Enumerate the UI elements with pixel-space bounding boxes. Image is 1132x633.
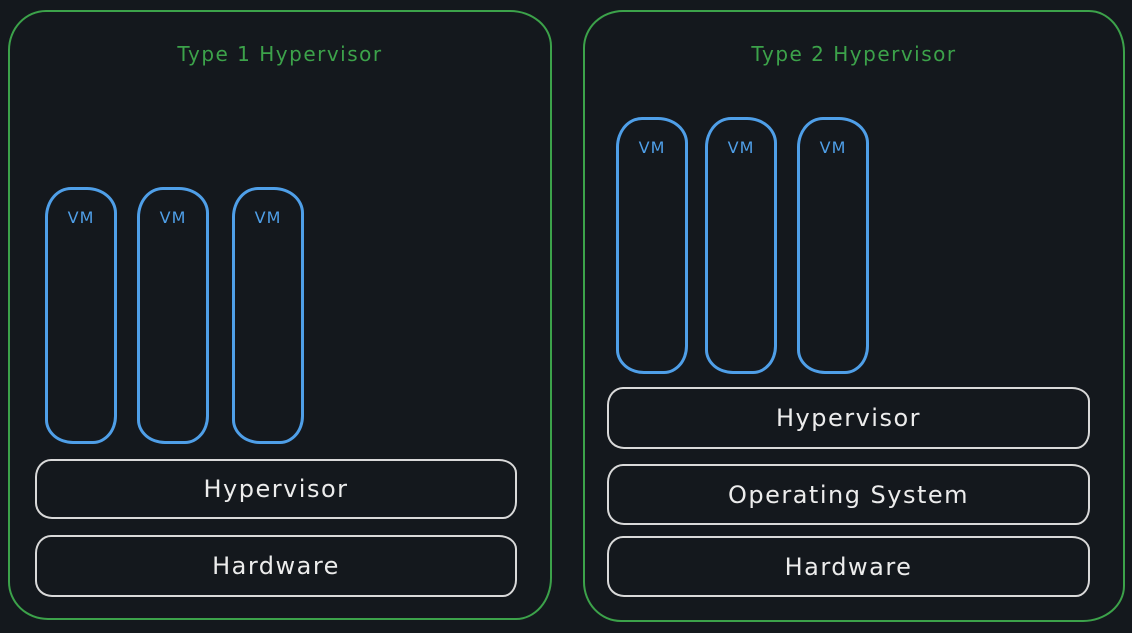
- vm-label: VM: [727, 138, 755, 157]
- type2-vm-box-2: VM: [705, 117, 777, 374]
- vm-label: VM: [819, 138, 847, 157]
- layer-label: Hypervisor: [203, 475, 349, 503]
- type2-hypervisor-layer: Hypervisor: [607, 387, 1090, 449]
- type1-panel-title: Type 1 Hypervisor: [177, 42, 383, 66]
- type1-vm-box-2: VM: [137, 187, 209, 444]
- type2-vm-box-1: VM: [616, 117, 688, 374]
- vm-label: VM: [67, 208, 95, 227]
- type2-panel-title: Type 2 Hypervisor: [751, 42, 957, 66]
- type1-vm-box-3: VM: [232, 187, 304, 444]
- layer-label: Hardware: [784, 552, 913, 581]
- type1-hypervisor-panel: Type 1 Hypervisor VM VM VM Hypervisor Ha…: [8, 10, 552, 620]
- type1-vm-box-1: VM: [45, 187, 117, 444]
- type2-hardware-layer: Hardware: [607, 536, 1090, 597]
- vm-label: VM: [254, 208, 282, 227]
- vm-label: VM: [159, 208, 187, 227]
- type1-hardware-layer: Hardware: [35, 535, 517, 597]
- layer-label: Hypervisor: [775, 404, 922, 432]
- type1-hypervisor-layer: Hypervisor: [35, 459, 517, 519]
- type2-hypervisor-panel: Type 2 Hypervisor VM VM VM Hypervisor Op…: [583, 10, 1125, 622]
- layer-label: Operating System: [727, 480, 970, 509]
- type2-vm-box-3: VM: [797, 117, 869, 374]
- type2-operating-system-layer: Operating System: [607, 464, 1090, 525]
- layer-label: Hardware: [212, 552, 340, 580]
- vm-label: VM: [638, 138, 666, 157]
